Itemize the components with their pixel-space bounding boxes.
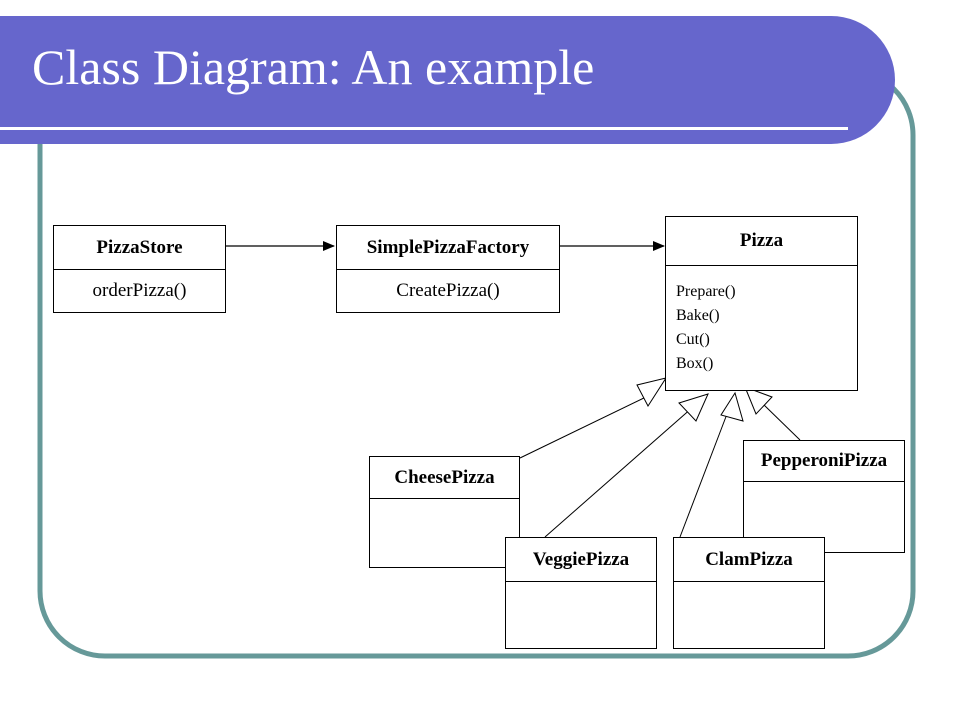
class-pizza: Pizza Prepare() Bake() Cut() Box() bbox=[665, 216, 858, 391]
class-pepperonipizza: PepperoniPizza bbox=[743, 440, 905, 553]
generalization-pepperonipizza-triangle bbox=[744, 386, 773, 415]
class-operation: Cut() bbox=[676, 331, 710, 348]
class-operation: Bake() bbox=[676, 307, 720, 324]
class-simplepizzafactory: SimplePizzaFactory CreatePizza() bbox=[336, 225, 560, 313]
generalization-pepperonipizza-line bbox=[762, 403, 801, 441]
class-veggiepizza: VeggiePizza bbox=[505, 537, 657, 649]
generalization-clampizza-triangle bbox=[720, 391, 744, 422]
class-operations: Prepare() Bake() Cut() Box() bbox=[676, 266, 857, 390]
class-name: Pizza bbox=[666, 217, 857, 266]
title-underline bbox=[0, 127, 848, 130]
generalization-cheesepizza-line bbox=[519, 395, 649, 459]
class-operation: CreatePizza() bbox=[396, 280, 500, 301]
class-name: PepperoniPizza bbox=[744, 441, 904, 482]
class-clampizza: ClamPizza bbox=[673, 537, 825, 649]
generalization-cheesepizza-triangle bbox=[636, 377, 668, 407]
class-name: VeggiePizza bbox=[506, 538, 656, 582]
generalization-veggiepizza-triangle bbox=[678, 393, 709, 422]
title-band bbox=[0, 16, 895, 144]
class-operation: Box() bbox=[676, 355, 714, 372]
generalization-veggiepizza-line bbox=[544, 406, 694, 538]
generalization-clampizza-line bbox=[679, 413, 728, 538]
class-name: PizzaStore bbox=[54, 226, 225, 270]
class-name: SimplePizzaFactory bbox=[337, 226, 559, 270]
class-name: CheesePizza bbox=[370, 457, 519, 499]
class-operation: Prepare() bbox=[676, 283, 736, 300]
class-operation: orderPizza() bbox=[92, 280, 187, 301]
class-name: ClamPizza bbox=[674, 538, 824, 582]
class-cheesepizza: CheesePizza bbox=[369, 456, 520, 568]
class-pizzastore: PizzaStore orderPizza() bbox=[53, 225, 226, 313]
slide-title: Class Diagram: An example bbox=[32, 39, 595, 95]
